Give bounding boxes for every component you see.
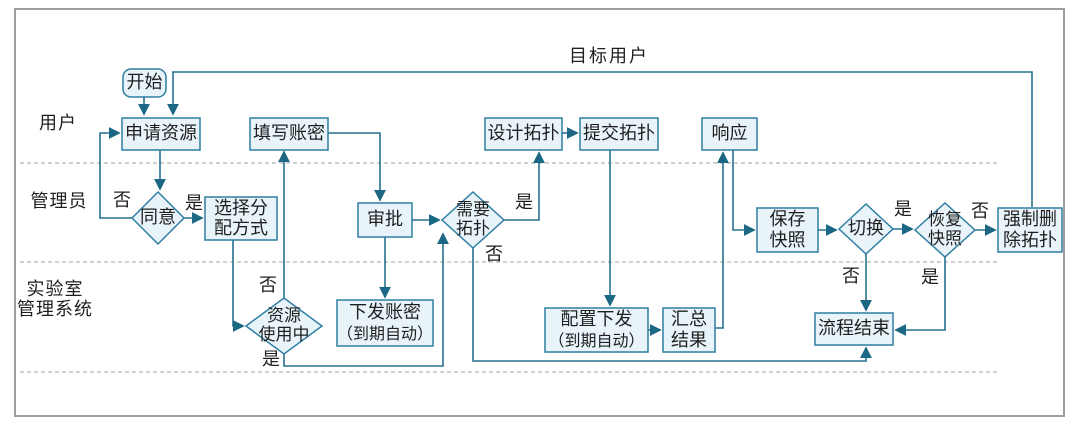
node-end-label: 流程结束: [818, 318, 890, 339]
node-issue-credentials-line1: 下发账密: [349, 302, 421, 323]
node-config-deploy-label: 配置下发 （到期自动）: [545, 308, 648, 352]
edge-needtopo-yes-to-design: [504, 151, 545, 221]
lane-label-system-line1: 实验室: [26, 279, 84, 300]
edge-response-to-savesnap: [732, 150, 756, 236]
node-select-allocation-shape: [204, 196, 278, 241]
node-config-deploy-line1: 配置下发: [560, 309, 633, 330]
node-force-delete-line2: 除拓扑: [1003, 230, 1057, 251]
node-resource-in-use-line1: 资源: [267, 306, 301, 326]
node-switch-label: 切换: [848, 218, 884, 239]
edge-summary-to-response: [715, 151, 729, 329]
edge-label-inuse-no: 否: [259, 275, 277, 296]
edge-agree-no-to-apply: [99, 127, 133, 219]
node-need-topology-line1: 需要: [456, 200, 490, 220]
node-agree-diamond: [130, 190, 186, 246]
edge-label-agree-yes: 是: [185, 193, 203, 214]
node-issue-credentials-label: 下发账密 （到期自动）: [337, 300, 433, 346]
node-force-delete-shape: [997, 207, 1063, 253]
node-need-topology-label: 需要 拓扑: [438, 193, 508, 247]
node-submit-topology-label: 提交拓扑: [583, 123, 655, 144]
edge-label-need-yes: 是: [515, 192, 533, 213]
node-save-snapshot-line1: 保存: [769, 209, 806, 230]
edge-label-restore-yes: 是: [921, 267, 939, 288]
edge-label-agree-no: 否: [113, 190, 131, 211]
node-summary-result-line1: 汇总: [671, 309, 707, 330]
edge-forcedelete-to-apply-target-user: [167, 71, 1033, 207]
lane-label-admin: 管理员: [30, 191, 88, 212]
edge-label-switch-no: 否: [842, 266, 860, 287]
node-end-shape: [814, 312, 894, 346]
edge-inuse-yes-to-needtopo: [283, 232, 449, 367]
edge-restore-yes-to-end: [894, 257, 946, 336]
node-restore-snapshot-label: 恢复 快照: [911, 204, 979, 256]
node-issue-credentials-line2: （到期自动）: [337, 324, 434, 343]
edge-select-to-inuse: [232, 240, 245, 332]
node-force-delete-label: 强制删 除拓扑: [998, 208, 1062, 252]
edge-label-inuse-yes: 是: [262, 349, 280, 370]
node-summary-result-label: 汇总 结果: [663, 308, 715, 352]
lane-label-user: 用户: [39, 113, 77, 134]
node-select-allocation-line1: 选择分: [214, 197, 268, 219]
node-approval-shape: [357, 202, 413, 238]
node-agree-label: 同意: [140, 207, 176, 228]
node-restore-snapshot-line2: 快照: [928, 229, 962, 249]
node-summary-result-shape: [662, 307, 716, 353]
node-response-shape: [701, 117, 758, 151]
node-design-topology-shape: [484, 117, 563, 151]
node-fill-credentials-label: 填写账密: [253, 123, 325, 144]
node-save-snapshot-line2: 快照: [769, 230, 806, 251]
node-start-label: 开始: [126, 72, 163, 93]
node-resource-in-use-line2: 使用中: [258, 325, 310, 345]
node-approval-label: 审批: [367, 209, 403, 230]
node-restore-snapshot-line1: 恢复: [928, 210, 962, 230]
node-resource-in-use-label: 资源 使用中: [246, 299, 322, 353]
node-select-allocation-line2: 配方式: [214, 217, 268, 239]
node-config-deploy-shape: [544, 307, 649, 353]
edge-fillcred-to-approval: [328, 132, 386, 202]
edge-label-need-no: 否: [485, 244, 503, 265]
node-design-topology-label: 设计拓扑: [487, 123, 560, 144]
node-apply-resource-label: 申请资源: [125, 123, 197, 144]
node-need-topology-line2: 拓扑: [456, 219, 490, 239]
edge-label-target-user: 目标用户: [569, 46, 649, 67]
node-select-allocation-label: 选择分 配方式: [205, 197, 277, 240]
node-force-delete-line1: 强制删: [1003, 209, 1057, 230]
lane-label-system-line2: 管理系统: [17, 299, 93, 320]
node-start-shape: [122, 68, 167, 98]
node-submit-topology-shape: [579, 117, 659, 151]
edge-needtopo-no-to-end: [472, 248, 872, 362]
node-config-deploy-line2: （到期自动）: [548, 331, 645, 350]
node-save-snapshot-shape: [756, 207, 819, 253]
edge-label-restore-no: 否: [971, 201, 989, 222]
node-need-topology-diamond: [440, 190, 506, 250]
edge-label-switch-yes: 是: [894, 199, 912, 220]
node-restore-snapshot-diamond: [913, 201, 977, 259]
node-resource-in-use-diamond: [244, 297, 324, 355]
diagram-frame: [14, 8, 1065, 417]
node-apply-resource-shape: [121, 117, 201, 151]
node-summary-result-line2: 结果: [671, 330, 707, 351]
node-fill-credentials-shape: [249, 117, 329, 151]
node-switch-diamond: [837, 202, 895, 256]
node-issue-credentials-shape: [336, 299, 434, 347]
lane-label-system: 实验室 管理系统: [10, 280, 100, 320]
node-save-snapshot-label: 保存 快照: [757, 208, 818, 252]
node-response-label: 响应: [711, 123, 748, 144]
